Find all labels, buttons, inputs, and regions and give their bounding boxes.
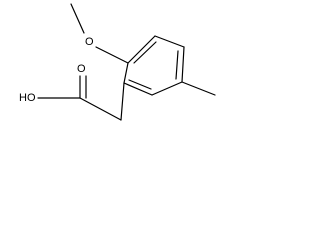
bond-ring-2 [154, 35, 185, 48]
bond-ring-4 [151, 81, 183, 96]
bond-ring-3-inner [175, 50, 179, 80]
bond-ring-methyl [181, 81, 216, 96]
bond-ring-3 [181, 46, 185, 83]
bond-ring-5 [123, 82, 153, 96]
bond-ring-6 [123, 62, 129, 84]
chemical-structure: O O HO [19, 3, 216, 121]
bond-ring-ch2 [120, 82, 125, 121]
carbonyl-oxygen-label: O [77, 63, 86, 75]
bond-ring-1 [127, 35, 156, 64]
bond-ring-5-inner [128, 79, 152, 90]
hydroxyl-label: HO [19, 92, 36, 104]
bond-o-ring [95, 46, 129, 64]
bond-ch2-carboxyl [79, 97, 122, 121]
bond-methyl-o [70, 3, 85, 34]
methoxy-oxygen-label: O [85, 36, 94, 48]
bond-ring-1-inner [133, 41, 157, 64]
